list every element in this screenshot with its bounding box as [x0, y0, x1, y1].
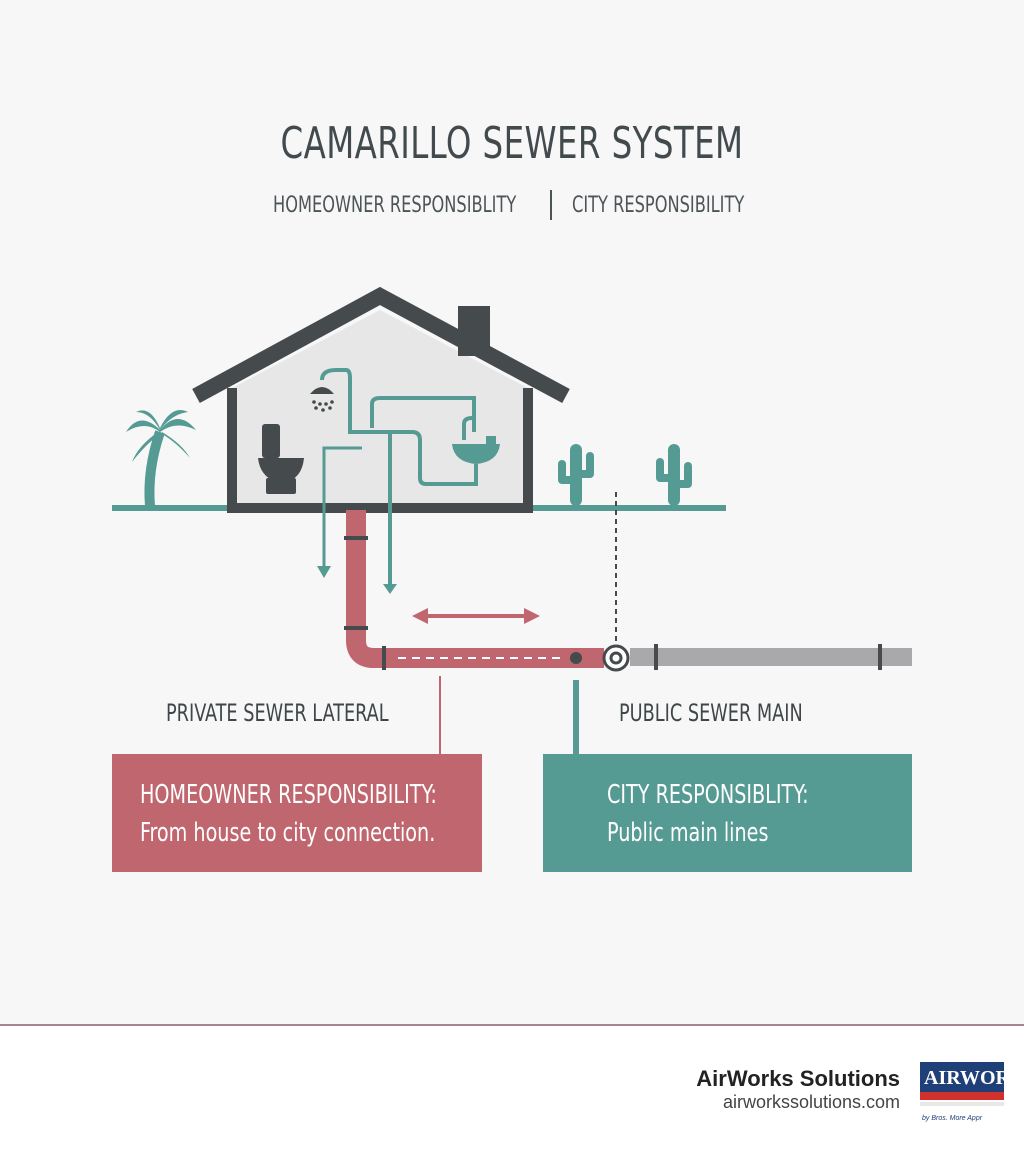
public-sewer-main-label: PUBLIC SEWER MAIN — [619, 699, 803, 727]
cactus-icon — [656, 444, 692, 506]
brand-url[interactable]: airworkssolutions.com — [722, 1092, 900, 1112]
private-sewer-lateral-label: PRIVATE SEWER LATERAL — [166, 699, 389, 727]
shower-icon — [310, 368, 392, 588]
house-icon — [192, 286, 570, 513]
cactus-icon — [558, 444, 594, 506]
subtitle-city: CITY RESPONSIBILITY — [572, 193, 745, 218]
homeowner-box-text: From house to city connection. — [140, 818, 436, 848]
city-box-text: Public main lines — [607, 818, 769, 848]
subtitle-divider — [550, 190, 552, 220]
brand-logo: AIRWORKS by Bros. More Appr — [920, 1062, 1004, 1124]
public-sewer-main-pipe — [630, 644, 912, 670]
toilet-icon — [258, 424, 304, 494]
subtitle-homeowner: HOMEOWNER RESPONSIBLITY — [273, 193, 517, 218]
connection-point-icon — [602, 492, 630, 672]
city-box-title: CITY RESPONSIBLITY: — [607, 780, 809, 810]
sewer-diagram — [112, 286, 912, 754]
footer — [0, 1026, 1024, 1154]
drain-arrow-left — [317, 446, 362, 578]
footer-divider — [0, 1024, 1024, 1026]
palm-tree-icon — [126, 410, 196, 507]
sink-icon — [352, 396, 500, 486]
homeowner-box-title: HOMEOWNER RESPONSIBILITY: — [140, 780, 437, 810]
city-responsibility-box: CITY RESPONSIBLITY: Public main lines — [543, 754, 912, 872]
private-sewer-lateral-pipe — [344, 510, 604, 670]
drain-arrow-right — [383, 584, 397, 594]
double-arrow-icon — [412, 608, 540, 624]
homeowner-responsibility-box: HOMEOWNER RESPONSIBILITY: From house to … — [112, 754, 482, 872]
page-title: CAMARILLO SEWER SYSTEM — [280, 118, 744, 169]
brand-name: AirWorks Solutions — [696, 1066, 900, 1091]
svg-text:by Bros. More Appr: by Bros. More Appr — [922, 1115, 983, 1122]
svg-text:AIRWORKS: AIRWORKS — [924, 1067, 1004, 1089]
